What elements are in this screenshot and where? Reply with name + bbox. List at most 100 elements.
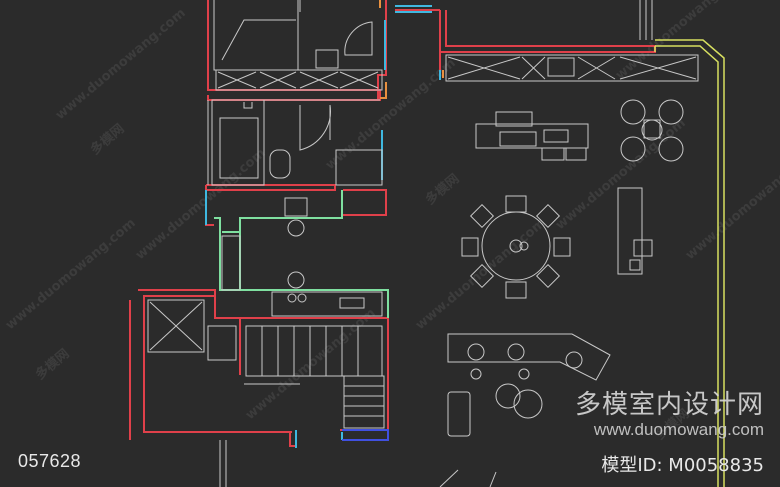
side-table-icon — [543, 129, 569, 143]
wall-segment — [343, 189, 387, 216]
sink-icon — [547, 57, 575, 77]
brand-watermark-url: www.duomowang.com — [593, 420, 764, 439]
counter-line — [214, 190, 343, 291]
watermark-logo-text: 多模网 — [87, 121, 127, 158]
bar-stool-icon — [507, 343, 525, 361]
watermark-text: www.duomowang.com — [3, 216, 139, 333]
bathtub-icon — [219, 117, 259, 179]
watermark-text: www.duomowang.com — [413, 216, 549, 333]
brand-watermark-chinese: 多模室内设计网 — [574, 390, 764, 420]
table-square-icon — [643, 119, 661, 139]
chair-petal-icon — [658, 99, 684, 125]
model-id-label: 模型ID: M0058835 — [601, 455, 764, 476]
door-arc — [344, 21, 373, 56]
dining-chair-icon — [505, 195, 527, 213]
chair-petal-icon — [620, 136, 646, 162]
stair-treads — [261, 326, 359, 376]
utility-box — [207, 325, 237, 361]
sofa-icon — [475, 123, 589, 149]
accent-blue-line — [342, 429, 389, 441]
staircase-upper — [245, 325, 383, 377]
table-center-icon — [519, 241, 529, 251]
cabinet-cross — [577, 56, 616, 80]
burner-icon — [287, 293, 297, 303]
exterior-wall-yellow — [654, 39, 725, 487]
ottoman-icon — [565, 147, 587, 161]
console-icon — [617, 187, 643, 275]
elevator-outline — [147, 299, 205, 353]
exterior-line — [655, 39, 725, 487]
dining-chair-icon — [535, 203, 561, 229]
stool-icon — [470, 368, 482, 380]
wall-segment — [207, 0, 381, 101]
watermark-text: www.duomowang.com — [133, 146, 269, 263]
stair-treads — [344, 385, 384, 417]
cabinet-cross — [299, 71, 339, 89]
watermark-text: www.duomowang.com — [683, 146, 780, 263]
stove-icon — [284, 197, 308, 217]
cushion-icon — [495, 111, 533, 127]
wall-segment — [289, 432, 296, 447]
cabinet-cross — [447, 56, 521, 80]
radial-line — [439, 469, 497, 487]
table-center-icon — [509, 239, 523, 253]
chair-icon — [287, 219, 305, 237]
column-lines — [639, 0, 653, 40]
chair-petal-icon — [620, 99, 646, 125]
chair-icon — [287, 271, 305, 289]
wall-segment — [138, 289, 292, 433]
bar-stool-icon — [467, 343, 485, 361]
door-swing — [221, 19, 296, 61]
fixtures-white — [147, 0, 699, 487]
counter-detail — [221, 235, 241, 291]
dining-chair-icon — [469, 263, 495, 289]
dining-chair-icon — [505, 281, 527, 299]
appliance-icon — [633, 239, 653, 257]
side-cabinet-icon — [447, 391, 471, 437]
dining-chair-icon — [553, 237, 571, 257]
drawing-code: 057628 — [18, 451, 82, 471]
cabinet-row — [215, 69, 383, 91]
cabinet-cross — [217, 71, 257, 89]
exterior-line — [655, 45, 719, 487]
door-swing — [299, 104, 331, 151]
watermark-text: www.duomowang.com — [53, 6, 189, 123]
watermark-text: www.duomowang.com — [553, 116, 689, 233]
bar-counter-icon — [447, 333, 611, 381]
room-outline — [213, 0, 299, 71]
counter-line — [240, 289, 389, 318]
watermark-logo-text: 多模网 — [422, 171, 462, 208]
cabinet-cross — [619, 56, 697, 80]
dining-chair-icon — [535, 263, 561, 289]
elevator-cross — [149, 301, 203, 351]
watermark-logo-text: 多模网 — [32, 346, 72, 383]
fixture-detail — [243, 102, 253, 109]
bathroom-outline — [211, 99, 265, 186]
cabinet-cross — [259, 71, 297, 89]
chair-icon — [315, 49, 339, 69]
kitchen-counter — [271, 291, 383, 317]
cabinet-cross — [521, 56, 546, 80]
cabinet-row — [445, 54, 699, 82]
accents-orange — [379, 0, 444, 99]
burner-icon — [297, 293, 307, 303]
round-table-icon — [513, 389, 543, 419]
round-table-icon — [495, 383, 521, 409]
appliance-icon — [629, 259, 641, 271]
table-center-icon — [641, 119, 663, 141]
bar-stool-icon — [565, 351, 583, 369]
toilet-icon — [269, 149, 291, 179]
wall-segment — [206, 184, 336, 191]
chair-petal-icon — [658, 136, 684, 162]
dining-chair-icon — [461, 237, 479, 257]
cabinet-cross — [339, 71, 379, 89]
windows-cyan — [205, 5, 441, 448]
ottoman-icon — [541, 147, 565, 161]
dining-chair-icon — [469, 203, 495, 229]
shower-outline — [335, 149, 383, 186]
wall-segment — [439, 10, 656, 53]
staircase-lower — [343, 375, 385, 429]
column-lines — [219, 440, 227, 487]
